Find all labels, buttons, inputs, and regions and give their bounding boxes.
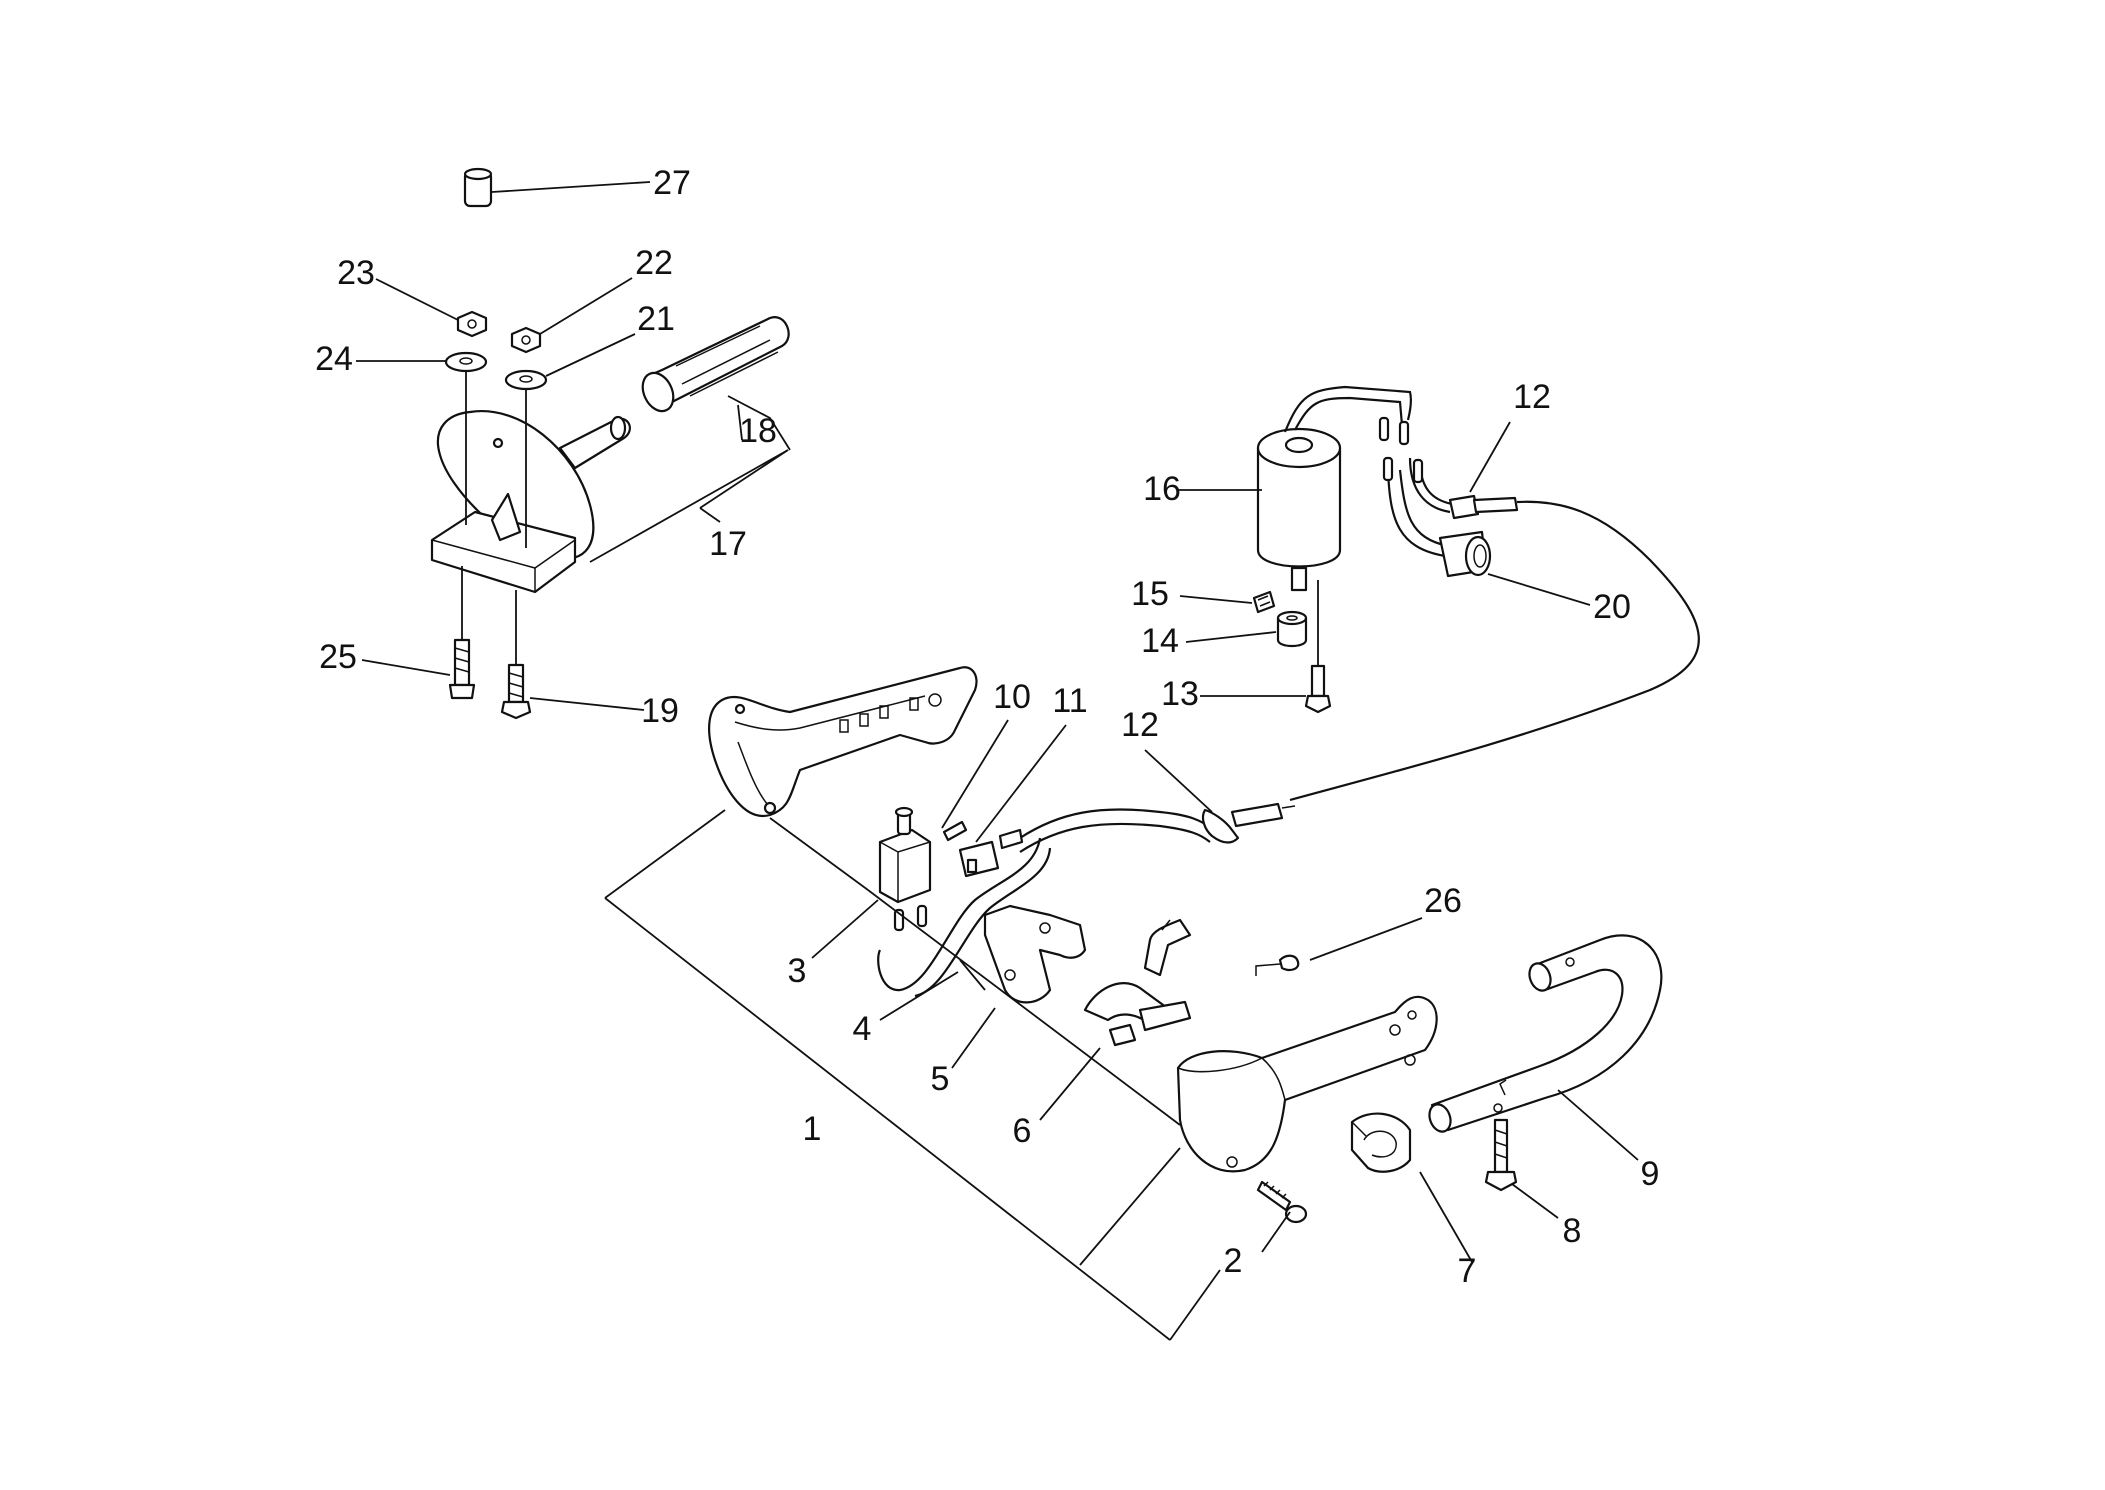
part-label-7: 7	[1458, 1252, 1477, 1290]
small-switch-part	[958, 840, 1000, 878]
grip-part	[641, 316, 790, 413]
part-label-16: 16	[1143, 470, 1181, 508]
part-label-18: 18	[739, 412, 777, 450]
part-label-14: 14	[1141, 622, 1179, 660]
part-label-20: 20	[1593, 588, 1631, 626]
part-label-4: 4	[853, 1010, 872, 1048]
bracket-plate-part	[983, 904, 1087, 1004]
part-label-15: 15	[1131, 575, 1169, 613]
switch-spring-part	[942, 820, 968, 842]
part-label-12-upper: 12	[1513, 378, 1551, 416]
nut-part-left	[456, 310, 488, 338]
part-label-5: 5	[931, 1060, 950, 1098]
set-screw-part	[1252, 590, 1276, 614]
part-label-12-lower: 12	[1121, 706, 1159, 744]
part-label-26: 26	[1424, 882, 1462, 920]
part-label-8: 8	[1563, 1212, 1582, 1250]
wiring-harness-part	[877, 802, 1296, 998]
part-label-6: 6	[1013, 1112, 1032, 1150]
part-label-1: 1	[803, 1110, 822, 1148]
part-label-3: 3	[788, 952, 807, 990]
part-label-10: 10	[993, 678, 1031, 716]
part-labels: 1 2 3 4 5 6 7 8 9 10 11 12 12 13 14 15 1…	[315, 164, 1659, 1290]
loop-handle-part	[1428, 934, 1663, 1133]
tapping-screw-part	[1256, 1180, 1308, 1224]
spacer-sleeve-part	[463, 167, 493, 208]
throttle-cable	[1289, 500, 1700, 802]
assembly-lines	[461, 372, 1319, 1341]
part-label-13: 13	[1161, 675, 1199, 713]
side-handle-assembly-part	[430, 409, 631, 594]
screw-part-25	[448, 638, 476, 700]
bolt-part	[1484, 1118, 1518, 1192]
damper-part	[1350, 1112, 1412, 1173]
part-label-9: 9	[1641, 1155, 1660, 1193]
part-label-25: 25	[319, 638, 357, 676]
handle-housing-right-part	[1176, 995, 1438, 1173]
nut-part-right	[510, 326, 542, 354]
part-label-24: 24	[315, 340, 353, 378]
part-label-21: 21	[637, 300, 675, 338]
clip-part	[1255, 954, 1300, 976]
part-label-2: 2	[1224, 1242, 1243, 1280]
washer-part-right	[504, 369, 548, 391]
connector-assembly-part	[1382, 456, 1519, 578]
capacitor-part	[1256, 385, 1412, 592]
part-label-23: 23	[337, 254, 375, 292]
part-label-17: 17	[709, 525, 747, 563]
throttle-trigger-part	[1083, 918, 1192, 1047]
leader-lines	[356, 181, 1639, 1263]
part-label-19: 19	[641, 692, 679, 730]
handle-housing-left-part	[708, 666, 978, 818]
knob-part	[1276, 610, 1308, 648]
part-label-27: 27	[653, 164, 691, 202]
part-label-22: 22	[635, 244, 673, 282]
microswitch-part	[878, 806, 932, 904]
washer-part-left	[444, 351, 488, 373]
screw-part-19	[500, 663, 532, 720]
part-label-11: 11	[1052, 682, 1087, 720]
screw-part-13	[1304, 664, 1332, 714]
